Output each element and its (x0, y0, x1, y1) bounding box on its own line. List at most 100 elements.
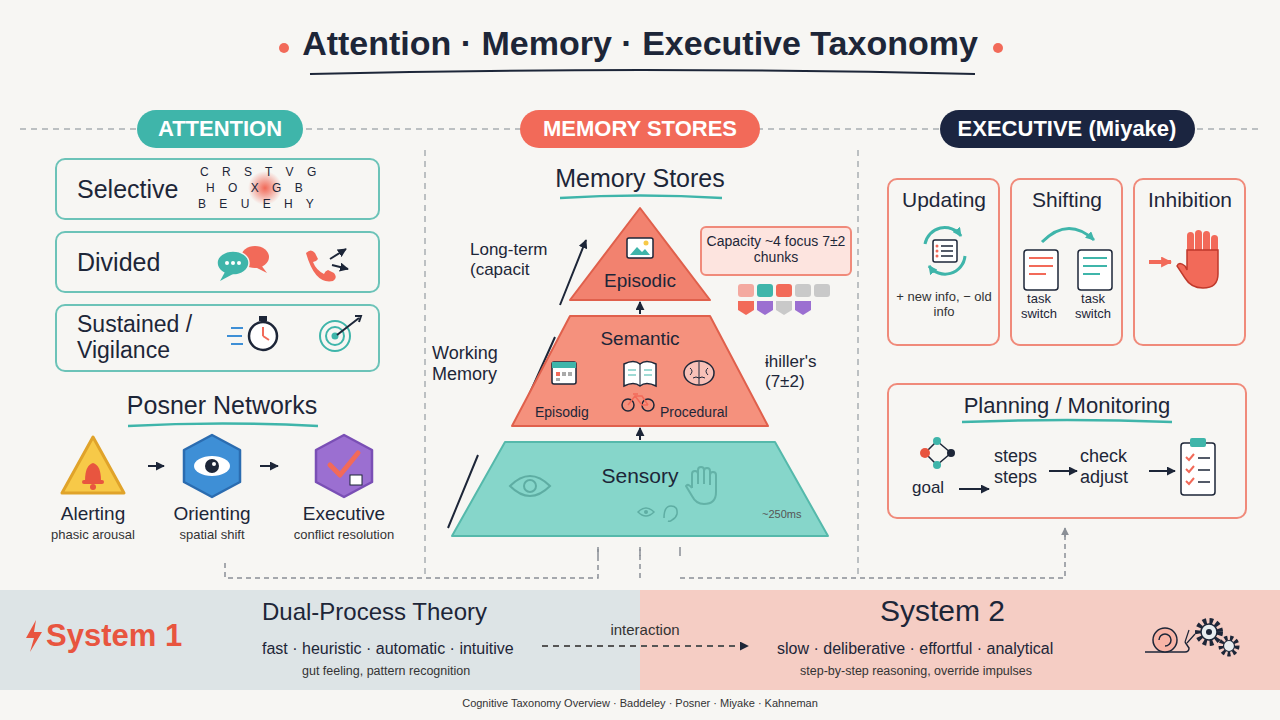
tier-shape (570, 208, 710, 300)
section-pill: ATTENTION (137, 110, 303, 148)
cal-icon (552, 362, 576, 384)
connector-arrow (148, 465, 164, 467)
node-title: Inhibition (1148, 188, 1232, 212)
attention-box: Divided (55, 231, 380, 293)
snail-icon (1145, 628, 1195, 652)
node-title: ATTENTION (158, 116, 282, 141)
heading-underline (128, 424, 318, 427)
bolt-icon (26, 620, 42, 652)
hexb-icon (184, 435, 240, 497)
text-label: ~250ms (762, 508, 801, 521)
text-label: Posner Networks (127, 391, 317, 420)
node-title: Divided (77, 248, 160, 277)
text-label: Dual-Process Theory (262, 598, 487, 626)
node-body: slow · deliberative · effortful · analyt… (777, 640, 1053, 658)
text-label: Episodig (535, 404, 589, 420)
node-title: Selective (77, 175, 178, 204)
capacity-box: Capacity ~4 focus 7±2 chunks (700, 226, 852, 276)
hand-icon (686, 467, 716, 504)
bike-icon (622, 394, 654, 411)
executive-box: Updating + new info, − old info (887, 178, 1000, 346)
upd-icon (925, 228, 965, 275)
node-body: conflict resolution (294, 528, 394, 543)
phone-icon (306, 249, 348, 281)
node-title: Shifting (1032, 188, 1102, 212)
inhib-icon (1149, 230, 1218, 288)
network-node: Alerting phasic arousal (40, 435, 146, 560)
system2-band (640, 590, 1280, 690)
tier-shape (512, 316, 768, 426)
connector-arrow (639, 302, 641, 314)
node-body: spatial shift (179, 528, 244, 543)
section-pill: MEMORY STORES (520, 110, 760, 148)
node-title: Episodic (604, 270, 676, 292)
text-label: Working Memory (432, 343, 514, 384)
chunk-chips (738, 284, 830, 315)
edge-label: interaction (610, 621, 679, 638)
watch-icon (227, 316, 277, 350)
text-label: task switch (1068, 292, 1118, 322)
tier-shape (452, 442, 828, 536)
alert-icon (62, 437, 124, 493)
network-node: Orienting spatial shift (166, 435, 258, 560)
node-title: MEMORY STORES (543, 116, 737, 141)
book-icon (624, 362, 656, 387)
node-body: + new info, − old info (894, 290, 994, 320)
text-label: goal (912, 478, 944, 498)
title-underline (310, 70, 975, 74)
node-body: step-by-step reasoning, override impulse… (800, 664, 1032, 678)
system1-band (0, 590, 640, 690)
node-title: Updating (902, 188, 986, 212)
hexp-icon (316, 435, 372, 497)
heading-underline (560, 196, 722, 199)
node-title: System 2 (880, 594, 1005, 629)
diagram-title: Attention · Memory · Executive Taxonomy (302, 24, 978, 63)
text-label: B E U E H Y (198, 198, 319, 212)
executive-box: Inhibition (1133, 178, 1246, 346)
connector-arrow (260, 465, 278, 467)
title-dot (993, 43, 1003, 53)
attention-box: Sustained / Vigilance (55, 304, 380, 372)
connector-arrow (542, 645, 748, 647)
node-title: Sensory (601, 464, 678, 488)
node-body: gut feeling, pattern recognition (302, 664, 470, 678)
node-shape (452, 442, 828, 536)
text-label: Memory Stores (555, 164, 724, 193)
connector-arrow (639, 428, 641, 440)
pyramid-tier: Episodic (570, 208, 710, 300)
text-label: task switch (1014, 292, 1064, 322)
eye-icon (510, 476, 550, 496)
text-label: steps steps (994, 446, 1049, 487)
pyramid-tier: Sensory (452, 442, 828, 536)
node-title: EXECUTIVE (Miyake) (958, 116, 1177, 141)
target-icon (320, 316, 361, 351)
planning-box: Planning / Monitoring (887, 383, 1247, 519)
diagram-caption: Cognitive Taxonomy Overview · Baddeley ·… (462, 697, 818, 710)
sense-icon (638, 506, 677, 521)
node-title: Planning / Monitoring (964, 393, 1171, 418)
text-label: C R S T V G (200, 166, 321, 180)
plan-icon (920, 437, 1215, 495)
section-pill: EXECUTIVE (Miyake) (940, 110, 1195, 148)
brain-icon (684, 361, 714, 385)
pic-icon (627, 238, 653, 258)
text-label: ɨhiller's (7±2) (765, 352, 847, 391)
text-label: H O X G B (206, 182, 308, 196)
heading-underline (962, 420, 1172, 422)
bubbles-icon (217, 246, 269, 281)
network-node: Executiveconflict resolution (280, 435, 408, 560)
shift-icon (1024, 228, 1112, 290)
column-divider (425, 150, 858, 575)
node-title: Capacity ~4 focus 7±2 chunks (706, 233, 846, 265)
node-body: phasic arousal (51, 528, 135, 543)
node-title: Orienting (173, 503, 250, 525)
text-label: Long-term (capacit (470, 240, 562, 279)
title-dot (279, 43, 289, 53)
text-label: check adjust (1080, 446, 1144, 487)
node-title: Alerting (61, 503, 125, 525)
node-body: fast · heuristic · automatic · intuitive (262, 640, 514, 658)
gears-icon (1198, 621, 1237, 654)
text-label: Procedural (660, 404, 728, 420)
system-band: System 2 slow · deliberative · effortful … (750, 594, 1260, 686)
node-title: Sustained / Vigilance (77, 311, 227, 364)
